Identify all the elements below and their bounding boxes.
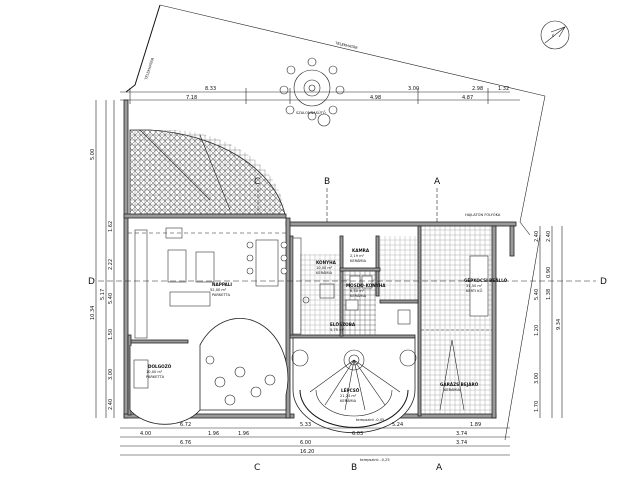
bot-dim-6: 1.96: [208, 431, 219, 437]
right-dim-6: 1.20: [534, 325, 540, 336]
bot-level: terepszint: -0,25: [360, 458, 390, 462]
section-d-right: D: [600, 277, 607, 287]
section-a-top: A: [434, 177, 441, 187]
top-dim-1: 7.18: [186, 95, 197, 101]
section-b-top: B: [324, 177, 330, 187]
left-dim-3: 2.22: [108, 259, 114, 270]
bot-dim-11: 6.00: [300, 440, 311, 446]
bathroom-fixtures: [343, 236, 417, 335]
left-dim-total: 10.34: [90, 306, 96, 320]
left-dim-7: 2.40: [108, 399, 114, 410]
left-dim-6: 3.00: [108, 369, 114, 380]
top-dim-7: 4.87: [462, 95, 473, 101]
bot-dim-total: 16.20: [300, 449, 314, 455]
bot-dim-5: 4.00: [140, 431, 151, 437]
kitchen-fixtures: [292, 237, 340, 335]
nappali-label: NAPPALI: [212, 282, 232, 287]
gepkocsi-label: GÉPKOCSI BEÁLLÓ: [464, 278, 508, 283]
bbq-firepit: SZALONNASÜTŐ: [279, 57, 345, 127]
nappali-floor: PARKETTA: [212, 293, 231, 297]
dimension-top: 7.18 8.33 3.00 2.98 1.32 4.98 4.87: [120, 86, 520, 104]
right-dim-8: 1.70: [534, 401, 540, 412]
boundary-label-top: TELEKHATÁR: [334, 40, 359, 50]
dolgozo-area: 10,00 m²: [146, 370, 163, 374]
right-dim-5: 1.38: [546, 289, 552, 300]
bot-dim-7: 1.96: [238, 431, 249, 437]
section-d-left: D: [88, 277, 95, 287]
dimension-bottom: 6.72 5.33 5.24 1.89 4.00 1.96 1.96 6.03 …: [120, 418, 510, 462]
right-dim-1: 2.40: [534, 231, 540, 242]
living-room-furniture: [128, 227, 288, 339]
dimension-left: 5.00 1.62 2.22 5.40 1.50 3.00 2.40 10.34…: [90, 100, 115, 418]
kamra-label: KAMRA: [352, 248, 370, 253]
bot-dim-3: 5.24: [392, 422, 403, 428]
mosdo-floor: KERÁMIA: [350, 293, 367, 298]
right-dim-7: 3.00: [534, 373, 540, 384]
left-dim-total-2: 5.17: [100, 289, 106, 300]
mosdo-area: 6,50 m²: [350, 289, 365, 293]
section-c-top: C: [254, 177, 260, 187]
bot-dim-2: 5.33: [300, 422, 311, 428]
right-dim-2: 2.40: [546, 231, 552, 242]
right-dim-4: 0.90: [546, 267, 552, 278]
left-dim-2: 1.62: [108, 221, 114, 232]
bbq-label: SZALONNASÜTŐ: [296, 110, 326, 115]
bot-dim-10: 6.76: [180, 440, 191, 446]
bot-dim-4: 1.89: [470, 422, 481, 428]
konyha-label: KONYHA: [316, 260, 337, 265]
north-arrow-icon: É: [540, 20, 570, 50]
bot-dim-12: 3.74: [456, 440, 467, 446]
kamra-floor: KERÁMIA: [350, 258, 367, 263]
eloszoba-area: 5,75 m²: [330, 328, 345, 332]
left-dim-5: 1.50: [108, 329, 114, 340]
terrace: [129, 129, 286, 216]
konyha-area: 10,00 m²: [316, 266, 333, 270]
top-dim-3: 3.00: [408, 86, 419, 92]
left-dim-1: 5.00: [90, 149, 96, 160]
right-dim-total: 9.34: [556, 319, 562, 330]
north-label: É: [552, 33, 555, 38]
right-dim-3: 5.40: [534, 289, 540, 300]
lepcso-label: LÉPCSŐ: [341, 388, 360, 393]
mosdo-label: MOSDÓ-KONYHA: [346, 283, 386, 288]
staircase: [291, 337, 417, 434]
section-b-bottom: B: [351, 463, 357, 473]
lepcso-floor: KERÁMIA: [340, 398, 357, 403]
office-bay: [129, 318, 289, 425]
konyha-floor: KERÁMIA: [316, 270, 333, 275]
gepkocsi-floor: KERTI KŐ: [466, 288, 483, 293]
section-a-bottom: A: [436, 463, 443, 473]
dolgozo-floor: PARKETTA: [146, 375, 165, 379]
boundary-label-left: TELEKHATÁR: [143, 57, 155, 82]
garage: [421, 226, 492, 414]
garazs-label: GARÁZS BEJÁRÓ: [440, 382, 479, 387]
hajlaton-label: HAJLATON FOLYÓKA: [465, 212, 501, 217]
top-dim-5: 1.32: [498, 86, 509, 92]
bot-dim-9: 3.74: [456, 431, 467, 437]
bot-dim-1: 6.72: [180, 422, 191, 428]
nappali-area: 52,00 m²: [210, 288, 227, 292]
bot-dim-8: 6.03: [352, 431, 363, 437]
top-dim-6: 4.98: [370, 95, 381, 101]
top-dim-2: 8.33: [205, 86, 216, 92]
entry-level: terepszint -0,05: [356, 418, 384, 422]
top-dim-4: 2.98: [472, 86, 483, 92]
left-dim-4: 5.40: [108, 293, 114, 304]
section-markers: C B A C B A D D: [88, 177, 607, 473]
lepcso-area: 21,24 m²: [340, 394, 357, 398]
kamra-area: 2,19 m²: [350, 254, 365, 258]
dolgozo-label: DOLGOZÓ: [148, 364, 172, 369]
section-c-bottom: C: [254, 463, 260, 473]
gepkocsi-area: 31,50 m²: [466, 284, 483, 288]
room-labels: NAPPALI 52,00 m² PARKETTA KONYHA 10,00 m…: [146, 212, 508, 403]
eloszoba-label: ELŐSZOBA: [330, 322, 356, 327]
garazs-floor: KERÁMIA: [444, 387, 461, 392]
dimension-right: 2.40 2.40 5.40 0.90 1.38 1.20 3.00 1.70 …: [534, 226, 563, 418]
